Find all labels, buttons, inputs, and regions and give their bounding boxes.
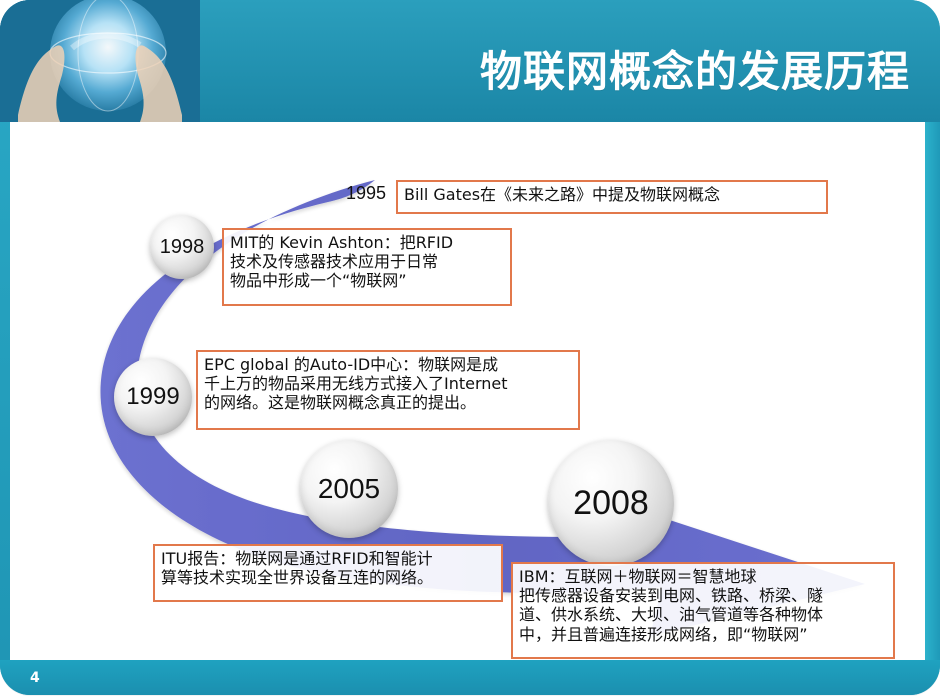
timeline-text-2008-3: 道、供水系统、大坝、油气管道等各种物体 <box>519 605 824 625</box>
timeline-bubble-2005: 2005 <box>300 440 398 538</box>
timeline-text-1995-1: Bill Gates在《未来之路》中提及物联网概念 <box>404 185 721 204</box>
timeline-year-2008: 2008 <box>573 483 649 522</box>
timeline-bubble-2008: 2008 <box>548 440 674 566</box>
timeline-text-1999-3: 的网络。这是物联网概念真正的提出。 <box>204 393 477 413</box>
timeline-text-2005-1: ITU报告：物联网是通过RFID和智能计 <box>161 549 433 568</box>
timeline-bubble-1998: 1998 <box>150 215 214 279</box>
timeline-text-1999-1: EPC global 的Auto-ID中心：物联网是成 <box>204 355 499 374</box>
timeline-arrow <box>100 180 865 636</box>
timeline-bubble-1999: 1999 <box>114 358 192 436</box>
timeline-year-2005: 2005 <box>317 473 381 504</box>
timeline-text-1998-1: MIT的 Kevin Ashton：把RFID <box>230 233 454 252</box>
timeline-text-1998-2: 技术及传感器技术应用于日常 <box>230 252 439 272</box>
right-accent-bar <box>925 122 940 660</box>
timeline-year-1995: 1995 <box>346 183 387 203</box>
page-number: 4 <box>30 670 40 686</box>
globe-hands-illustration <box>0 0 200 122</box>
timeline-text-2008-2: 把传感器设备安装到电网、铁路、桥梁、隧 <box>519 586 824 606</box>
timeline-box-2005: ITU报告：物联网是通过RFID和智能计 算等技术实现全世界设备互连的网络。 <box>153 544 503 602</box>
timeline-arrow-shape <box>100 180 865 636</box>
timeline-text-2008-1: IBM：互联网＋物联网＝智慧地球 <box>519 567 757 586</box>
timeline-text-1998-3: 物品中形成一个“物联网” <box>230 271 407 291</box>
timeline-box-1998: MIT的 Kevin Ashton：把RFID 技术及传感器技术应用于日常 物品… <box>222 228 512 306</box>
globe-hands-image <box>0 0 200 122</box>
timeline-text-2005-2: 算等技术实现全世界设备互连的网络。 <box>161 568 434 588</box>
timeline-box-1999: EPC global 的Auto-ID中心：物联网是成 千上万的物品采用无线方式… <box>196 350 580 430</box>
timeline-text-1999-2: 千上万的物品采用无线方式接入了Internet <box>204 374 508 394</box>
timeline-box-2008: IBM：互联网＋物联网＝智慧地球 把传感器设备安装到电网、铁路、桥梁、隧 道、供… <box>511 562 895 659</box>
timeline-year-1998: 1998 <box>159 235 205 258</box>
timeline-year-1999: 1999 <box>126 383 180 410</box>
footer-bar <box>0 660 940 695</box>
timeline-text-2008-4: 中，并且普遍连接形成网络，即“物联网” <box>519 624 808 644</box>
page-title: 物联网概念的发展历程 <box>479 47 910 96</box>
timeline-box-1995: Bill Gates在《未来之路》中提及物联网概念 <box>396 180 828 214</box>
